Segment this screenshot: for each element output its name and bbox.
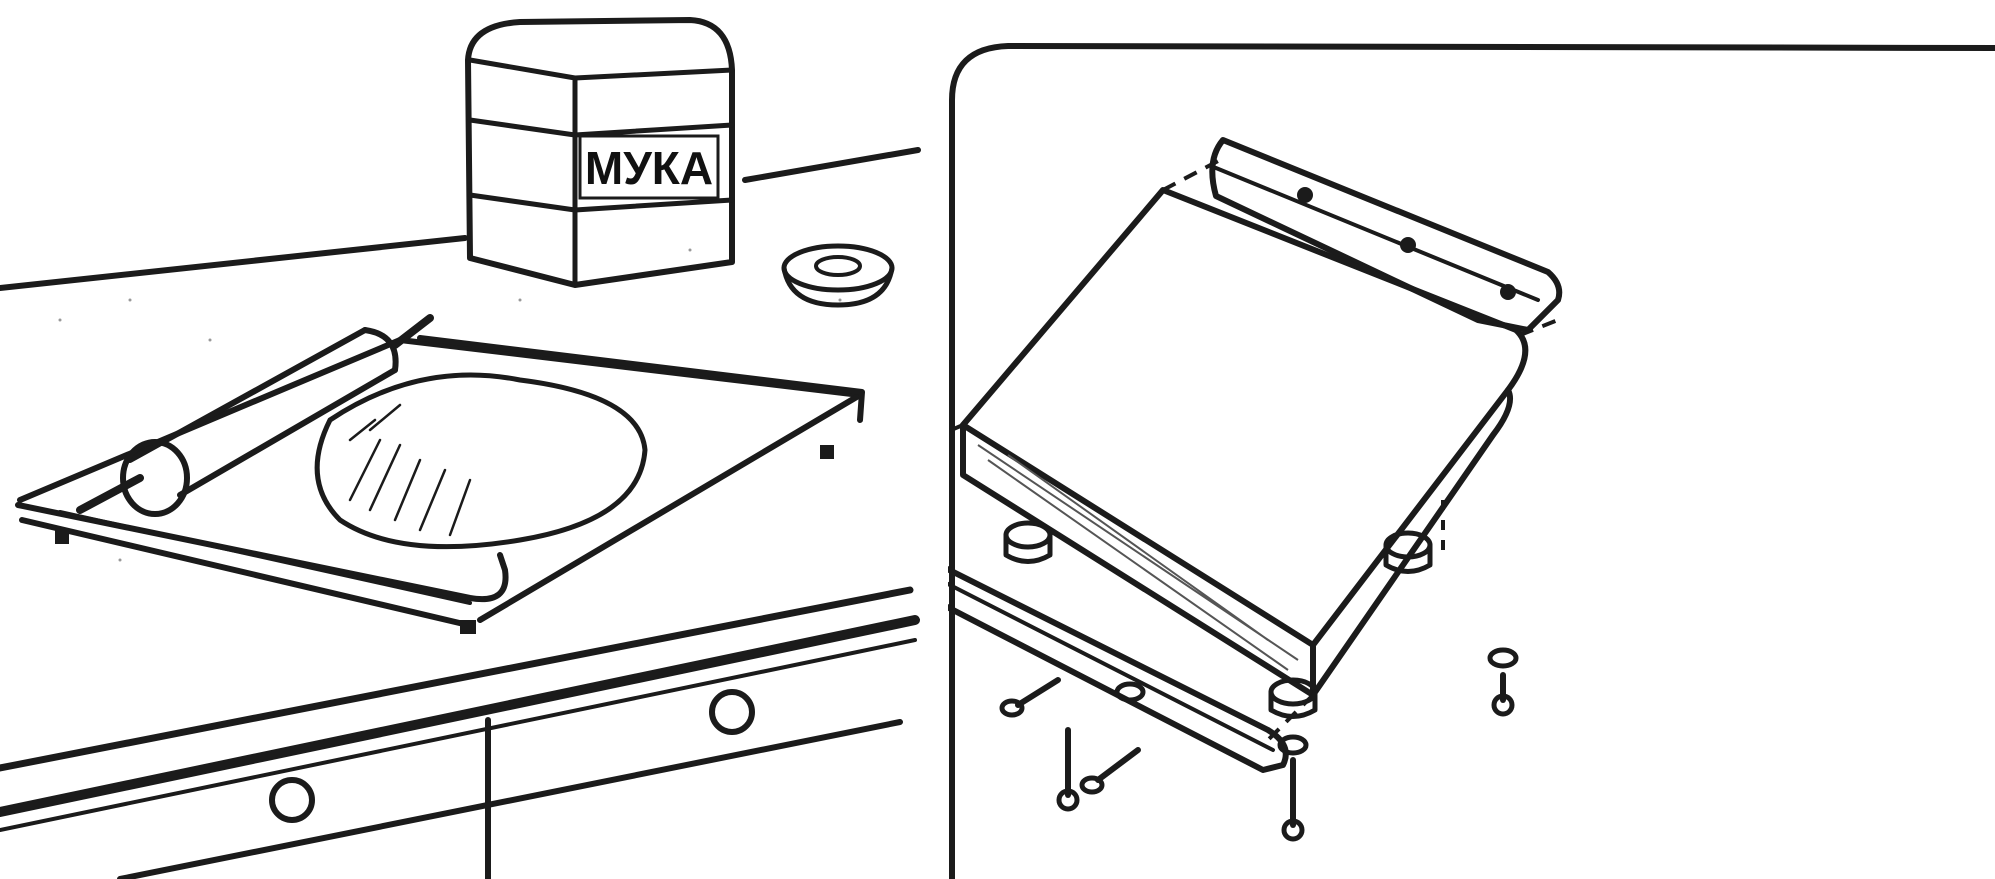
rolling-pin xyxy=(76,314,434,517)
board-foot xyxy=(820,445,834,459)
flour-label-text: МУКА xyxy=(585,142,713,194)
kitchen-scene-illustration: МУКА xyxy=(0,0,950,879)
board-foot xyxy=(55,530,69,544)
small-dish xyxy=(781,243,895,308)
flour-label-plate xyxy=(578,134,720,200)
drawer-knob xyxy=(709,689,755,735)
board-foot xyxy=(460,620,476,634)
exploded-view-illustration xyxy=(948,0,1995,879)
rolled-dough xyxy=(314,372,648,550)
cabinet-front xyxy=(0,586,920,879)
exploded-view-svg xyxy=(948,43,1995,879)
drawer-knob xyxy=(269,777,315,823)
screw-hole xyxy=(1500,284,1516,300)
screw-hole xyxy=(1400,237,1416,253)
pastry-board xyxy=(15,335,870,634)
foot-parts xyxy=(1003,520,1519,756)
screws xyxy=(999,672,1515,842)
screw-hole xyxy=(1297,187,1313,203)
back-rail xyxy=(1209,137,1563,333)
kitchen-scene-svg: МУКА xyxy=(0,17,921,879)
panel-frame xyxy=(949,43,1995,879)
flour-container: МУКА xyxy=(465,17,735,288)
